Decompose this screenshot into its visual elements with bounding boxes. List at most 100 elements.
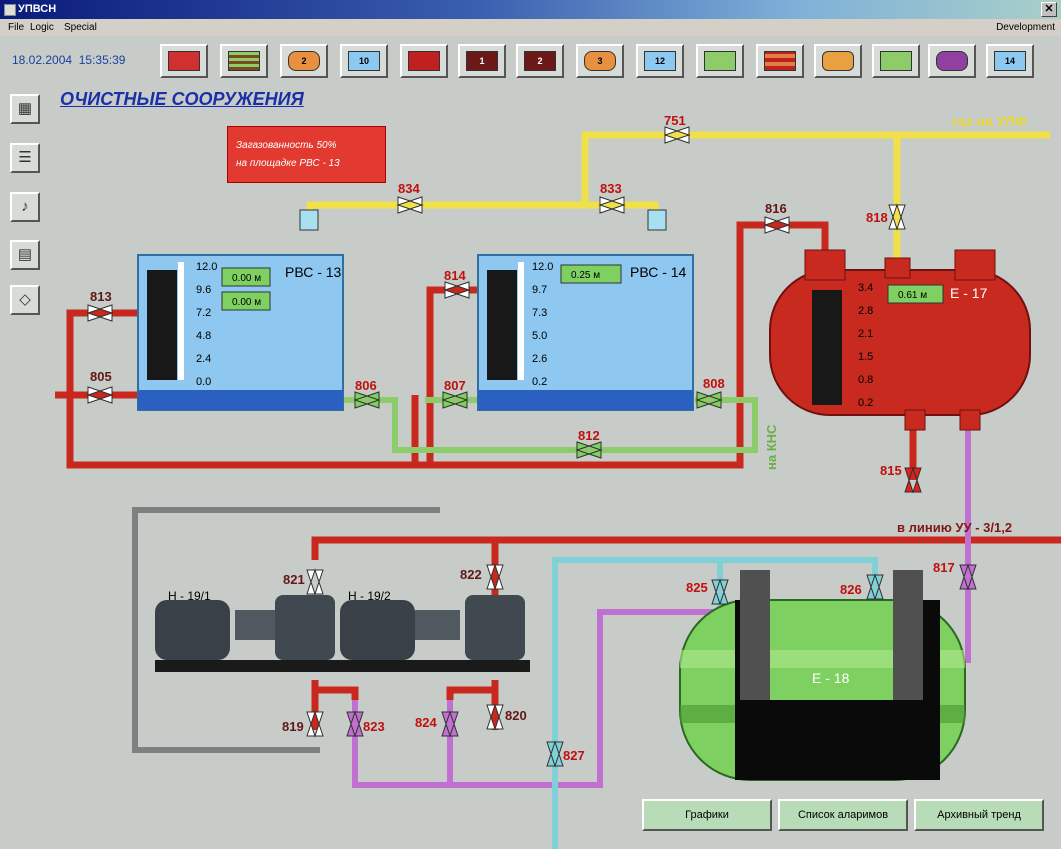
scale-rvs14-1: 9.7 (532, 284, 547, 296)
valve-label-816: 816 (765, 201, 787, 216)
tank-rvs14-name: РВС - 14 (630, 264, 687, 280)
vessel-e17[interactable] (769, 249, 1031, 431)
valve-812[interactable] (575, 441, 603, 459)
valve-807[interactable] (441, 391, 469, 409)
valve-827[interactable] (546, 740, 564, 768)
tank-rvs13-level1: 0.00 м (232, 273, 261, 284)
valve-816[interactable] (763, 216, 791, 234)
valve-823[interactable] (346, 710, 364, 738)
flow-gas-label: газ на УЛФ (952, 113, 1027, 129)
pipes-icon (228, 51, 260, 71)
green-pipe (340, 397, 758, 453)
print-button[interactable]: ▤ (10, 240, 40, 270)
pump-h191[interactable] (155, 595, 335, 660)
valve-824[interactable] (441, 710, 459, 738)
valve-806[interactable] (353, 391, 381, 409)
toolbar-btn-vessel[interactable] (814, 44, 862, 78)
eraser-button[interactable]: ◇ (10, 285, 40, 315)
scale-e17-0: 3.4 (858, 282, 873, 294)
pump-icon (704, 51, 736, 71)
report-button[interactable]: ☰ (10, 143, 40, 173)
pump-frame (155, 660, 530, 672)
sound-button[interactable]: ♪ (10, 192, 40, 222)
scale-e17-1: 2.8 (858, 305, 873, 317)
toolbar-btn-lines[interactable] (220, 44, 268, 78)
toolbar-btn-2[interactable]: 2 (280, 44, 328, 78)
menu-logic[interactable]: Logic (30, 22, 54, 33)
toolbar-btn-pump-a[interactable] (400, 44, 448, 78)
valve-805[interactable] (86, 386, 114, 404)
toolbar-btn-10[interactable]: 10 (340, 44, 388, 78)
tank-icon: 2 (524, 51, 556, 71)
menu-development[interactable]: Development (996, 22, 1055, 33)
toolbar-btn-1[interactable]: 1 (458, 44, 506, 78)
vessel-e17-name: Е - 17 (950, 285, 988, 301)
toolbar-btn-pump-c[interactable] (872, 44, 920, 78)
tank-icon: 2 (288, 51, 320, 71)
valve-label-823: 823 (363, 719, 385, 734)
vessel-e18[interactable] (679, 570, 966, 781)
pump-h192[interactable] (340, 595, 525, 660)
valve-821[interactable] (306, 568, 324, 596)
scale-e17-2: 2.1 (858, 328, 873, 340)
menu-file[interactable]: File (8, 22, 25, 33)
valve-822[interactable] (486, 563, 504, 591)
toolbar-btn-3[interactable]: 3 (576, 44, 624, 78)
sound-icon: ♪ (21, 198, 29, 215)
valve-813[interactable] (86, 304, 114, 322)
heater-icon (764, 51, 796, 71)
toolbar-btn-separator[interactable] (928, 44, 976, 78)
toolbar-btn-heater[interactable] (756, 44, 804, 78)
page-title: ОЧИСТНЫЕ СООРУЖЕНИЯ (60, 89, 304, 109)
close-button[interactable]: ✕ (1041, 2, 1057, 17)
toolbar-btn-filter[interactable] (160, 44, 208, 78)
valve-label-805: 805 (90, 369, 112, 384)
tank-rvs13[interactable] (137, 209, 344, 411)
valve-751[interactable] (663, 126, 691, 144)
valve-825[interactable] (711, 578, 729, 606)
archive-trend-button[interactable]: Архивный тренд (914, 799, 1044, 831)
valve-834[interactable] (396, 196, 424, 214)
scale-e17-5: 0.2 (858, 397, 873, 409)
window-title: УПВСН (18, 3, 57, 15)
toolbar-btn-pump-b[interactable] (696, 44, 744, 78)
alarm-box[interactable]: Загазованность 50% на площадке РВС - 13 (227, 126, 386, 183)
valve-label-820: 820 (505, 708, 527, 723)
scale-rvs13-1: 9.6 (196, 284, 211, 296)
valve-label-812: 812 (578, 428, 600, 443)
valve-833[interactable] (598, 196, 626, 214)
valve-label-806: 806 (355, 378, 377, 393)
tank-rvs13-name: РВС - 13 (285, 264, 342, 280)
valve-label-813: 813 (90, 289, 112, 304)
valve-814[interactable] (443, 281, 471, 299)
menu-special[interactable]: Special (64, 22, 97, 33)
charts-button[interactable]: Графики (642, 799, 772, 831)
valve-label-834: 834 (398, 181, 420, 196)
scale-rvs13-0: 12.0 (196, 261, 217, 273)
valve-815[interactable] (904, 466, 922, 494)
scale-rvs14-2: 7.3 (532, 307, 547, 319)
valve-817[interactable] (959, 563, 977, 591)
valve-808[interactable] (695, 391, 723, 409)
toolbar-btn-14[interactable]: 14 (986, 44, 1034, 78)
valve-826[interactable] (866, 573, 884, 601)
vessel-icon (822, 51, 854, 71)
flow-kns-label: на КНС (764, 424, 779, 470)
valves (86, 126, 977, 768)
valve-818[interactable] (888, 203, 906, 231)
valve-label-817: 817 (933, 560, 955, 575)
tank-rvs14-level1: 0.25 м (571, 270, 600, 281)
toolbar-btn-12[interactable]: 12 (636, 44, 684, 78)
valve-820[interactable] (486, 703, 504, 731)
valve-label-819: 819 (282, 719, 304, 734)
alarms-list-button[interactable]: Список аларимов (778, 799, 908, 831)
eraser-icon: ◇ (19, 291, 31, 308)
valve-label-826: 826 (840, 582, 862, 597)
toolbar-btn-2b[interactable]: 2 (516, 44, 564, 78)
mnemonic-button[interactable]: ▦ (10, 94, 40, 124)
tank-rvs14[interactable] (477, 209, 694, 411)
tank-icon: 10 (348, 51, 380, 71)
valve-label-825: 825 (686, 580, 708, 595)
valve-819[interactable] (306, 710, 324, 738)
datetime: 18.02.2004 15:35:39 (12, 53, 125, 67)
